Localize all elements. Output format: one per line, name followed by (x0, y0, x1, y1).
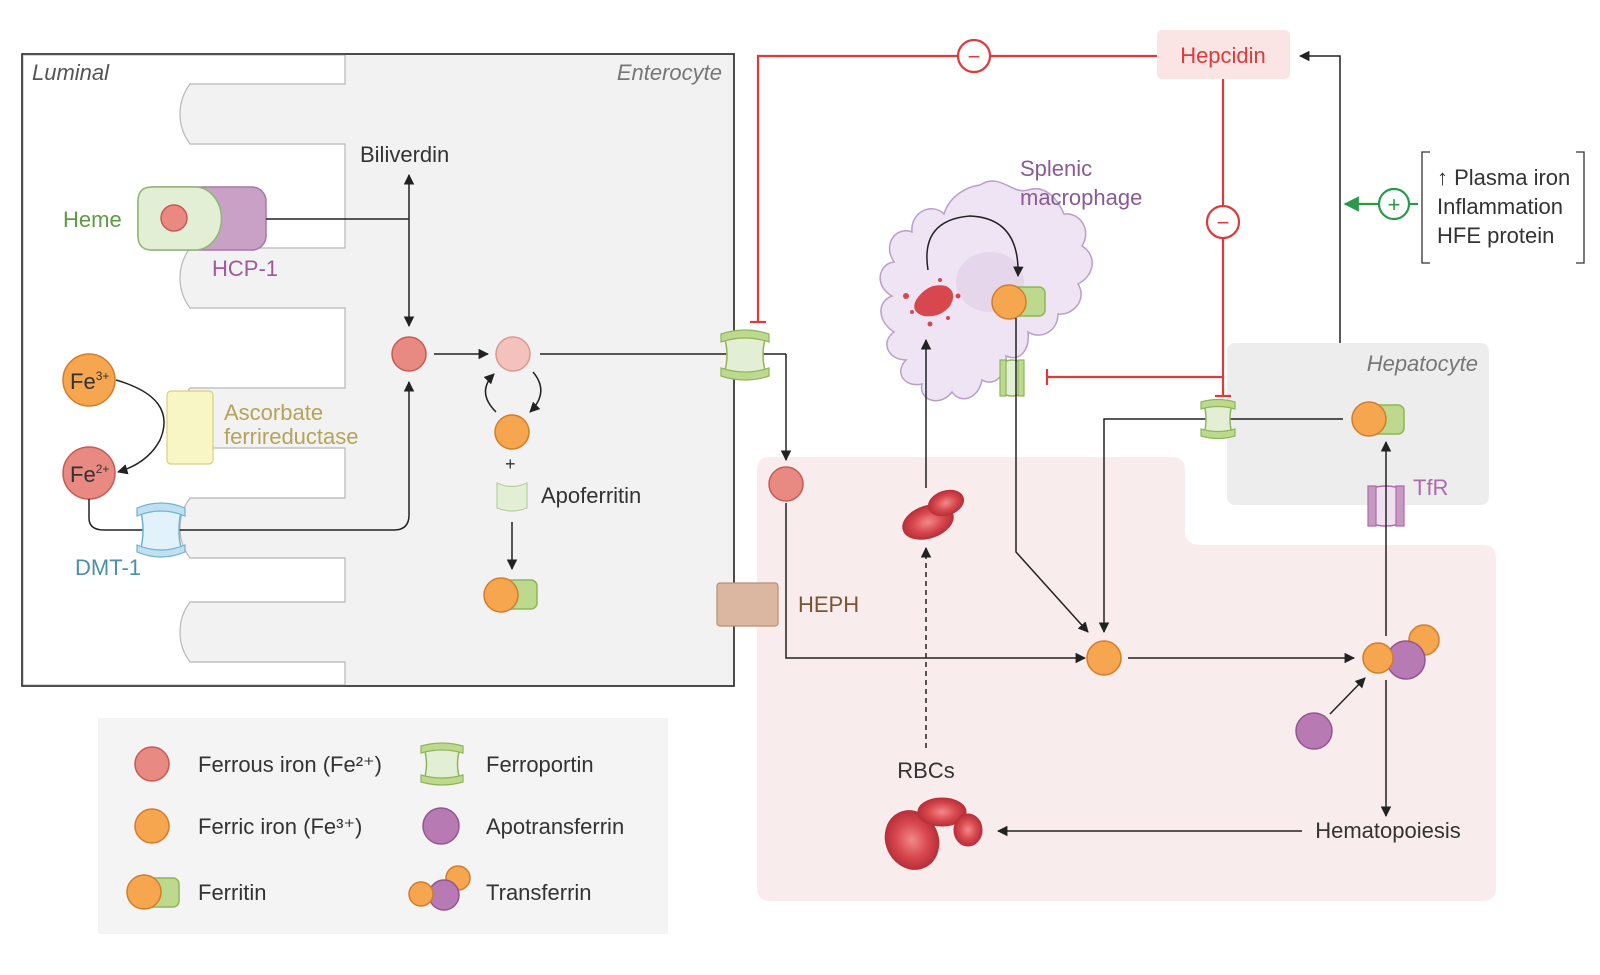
fe3-label: Fe (70, 369, 96, 394)
dmt1-label: DMT-1 (75, 555, 141, 580)
plus-sign: + (505, 454, 516, 474)
splenic-macrophage-label-line1: Splenic (1020, 156, 1092, 181)
biliverdin-label: Biliverdin (360, 142, 449, 167)
rbc-cluster-icon (884, 797, 983, 870)
inhibit-symbol-2: − (1217, 210, 1230, 235)
legend-ferritin-icon (126, 874, 180, 910)
ferroportin-macrophage (999, 359, 1025, 397)
ferrous-iron-pool-icon (391, 336, 427, 372)
apoferritin-icon (496, 482, 528, 512)
fe2-superscript: 2+ (96, 462, 110, 476)
legend-transferrin-label: Transferrin (486, 880, 592, 905)
legend-ferrous-icon (134, 746, 170, 782)
rbc-pair-icon (902, 489, 965, 540)
ascorbate-label-line1: Ascorbate (224, 400, 323, 425)
transferrin-complex-icon (1362, 624, 1440, 680)
legend-box (98, 718, 668, 934)
svg-text:Fe2+: Fe2+ (70, 462, 109, 487)
rbc-debris-icon (903, 278, 961, 327)
ferritin-hepatocyte-icon (1351, 401, 1405, 437)
regulator-plasma-iron: ↑ Plasma iron (1437, 165, 1570, 190)
plasma-region (757, 457, 1496, 901)
ferrous-iron-light-icon (495, 336, 531, 372)
heme-iron-icon (160, 204, 188, 232)
dmt1-transporter (136, 502, 186, 558)
hepcidin-label: Hepcidin (1180, 43, 1266, 68)
ferric-iron-fe3-icon (62, 353, 116, 407)
ferroportin-hepatocyte (1200, 398, 1236, 440)
legend-ferric-icon (134, 808, 170, 844)
ferritin-macrophage-icon (991, 284, 1046, 320)
fe3-superscript: 3+ (96, 369, 110, 383)
regulator-activate-icon (1377, 187, 1411, 221)
hepcidin-inhibit-enterocyte-icon (956, 38, 992, 74)
hcp1-label: HCP-1 (212, 256, 278, 281)
legend-ferroportin-label: Ferroportin (486, 752, 594, 777)
legend-apotransferrin-icon (422, 807, 460, 845)
hepatocyte-label: Hepatocyte (1367, 351, 1478, 376)
regulator-inflammation: Inflammation (1437, 194, 1563, 219)
heph-label: HEPH (798, 592, 859, 617)
hcp1-transporter (137, 186, 267, 251)
legend-ferroportin-icon (420, 742, 464, 786)
svg-text:Fe3+: Fe3+ (70, 369, 109, 394)
activate-symbol: + (1388, 192, 1401, 217)
hepcidin-inhibit-hepatocyte-icon (1205, 204, 1241, 240)
ferrous-iron-plasma-icon (768, 466, 804, 502)
regulator-hfe-protein: HFE protein (1437, 223, 1554, 248)
ferroportin-enterocyte (720, 329, 770, 381)
hepcidin-box (1157, 30, 1290, 79)
apoferritin-label: Apoferritin (541, 483, 641, 508)
legend-transferrin-icon (408, 865, 471, 911)
legend-ferrous-label: Ferrous iron (Fe²⁺) (198, 752, 382, 777)
ferric-iron-plasma-icon (1086, 640, 1122, 676)
ascorbate-label-line2: ferrireductase (224, 424, 359, 449)
heme-label: Heme (63, 207, 122, 232)
ferritin-complex-icon (483, 577, 538, 613)
inhibit-symbol-1: − (968, 44, 981, 69)
luminal-label: Luminal (32, 60, 110, 85)
ferric-iron-storage-icon (494, 414, 530, 450)
hematopoiesis-label: Hematopoiesis (1315, 818, 1461, 843)
heph-protein (716, 582, 779, 627)
fe2-label: Fe (70, 462, 96, 487)
rbcs-label: RBCs (897, 758, 954, 783)
legend-apotransferrin-label: Apotransferrin (486, 814, 624, 839)
tfr-label: TfR (1413, 475, 1448, 500)
splenic-macrophage-label-line2: macrophage (1020, 185, 1142, 210)
legend-ferritin-label: Ferritin (198, 880, 266, 905)
legend-ferric-label: Ferric iron (Fe³⁺) (198, 814, 362, 839)
apotransferrin-plasma-icon (1295, 712, 1333, 750)
ascorbate-ferrireductase (166, 390, 214, 465)
enterocyte-label: Enterocyte (617, 60, 722, 85)
